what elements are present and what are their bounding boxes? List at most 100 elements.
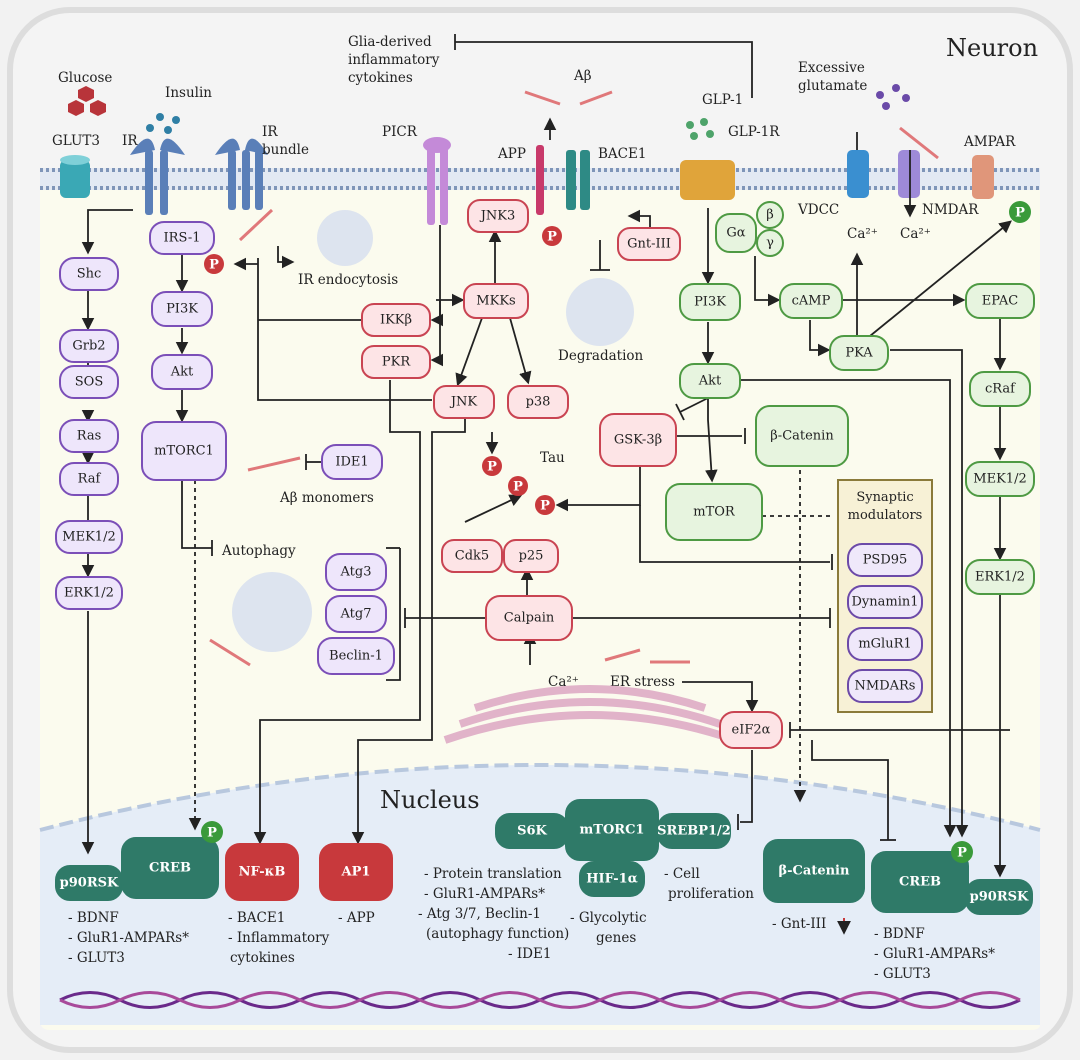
phospho-irs1: P <box>204 254 224 274</box>
glp1r-receptor <box>680 160 735 200</box>
nmdars-node[interactable]: NMDARs <box>847 669 923 703</box>
pka-node[interactable]: PKA <box>829 335 889 371</box>
vdcc-label: VDCC <box>797 202 839 218</box>
ap1-targets: - APP <box>338 910 375 926</box>
jnk-node[interactable]: JNK <box>433 385 495 419</box>
creb-right-node[interactable]: CREB <box>871 851 969 913</box>
eif2a-node[interactable]: eIF2α <box>719 711 783 749</box>
tau-label: Tau <box>540 450 565 466</box>
gbeta-node[interactable]: β <box>756 201 784 229</box>
ir-endocytosis-label: IR endocytosis <box>298 272 398 288</box>
calpain-node[interactable]: Calpain <box>485 595 573 641</box>
mtorc1-nucleus-node[interactable]: mTORC1 <box>565 799 659 861</box>
camp-node[interactable]: cAMP <box>779 283 843 319</box>
autophagosome <box>232 572 312 652</box>
svg-text:- Cell: - Cell <box>664 866 700 882</box>
svg-text:P: P <box>1015 206 1025 221</box>
mek-left-node[interactable]: MEK1/2 <box>55 520 123 554</box>
svg-text:PKR: PKR <box>382 355 411 370</box>
creb-left-node[interactable]: CREB <box>121 837 219 899</box>
svg-text:- Protein translation: - Protein translation <box>424 866 562 882</box>
sos-node[interactable]: SOS <box>59 365 119 399</box>
gsk3b-node[interactable]: GSK-3β <box>599 413 677 467</box>
hif1a-node[interactable]: HIF-1α <box>579 861 645 897</box>
svg-text:γ: γ <box>766 236 774 251</box>
shc-node[interactable]: Shc <box>59 257 119 291</box>
atg7-node[interactable]: Atg7 <box>325 595 387 633</box>
phospho-badges: P P P P P P P P <box>201 201 1031 863</box>
beclin1-node[interactable]: Beclin-1 <box>317 637 395 675</box>
svg-text:cAMP: cAMP <box>792 294 831 309</box>
pi3k-right-node[interactable]: PI3K <box>679 283 741 321</box>
beta-catenin-node[interactable]: β-Catenin <box>755 405 849 467</box>
s6k-node[interactable]: S6K <box>495 813 569 849</box>
galpha-node[interactable]: Gα <box>715 213 757 253</box>
ca-nmdar-label: Ca²⁺ <box>900 226 931 242</box>
ras-node[interactable]: Ras <box>59 419 119 453</box>
mglur1-node[interactable]: mGluR1 <box>847 627 923 661</box>
erk-left-node[interactable]: ERK1/2 <box>55 576 123 610</box>
svg-text:p90RSK: p90RSK <box>60 876 119 891</box>
mtor-node[interactable]: mTOR <box>665 483 763 541</box>
degradation-vesicle <box>566 278 634 346</box>
craf-node[interactable]: cRaf <box>969 371 1031 407</box>
p38-node[interactable]: p38 <box>507 385 569 419</box>
jnk3-node[interactable]: JNK3 <box>467 199 529 233</box>
svg-text:Cdk5: Cdk5 <box>455 549 489 564</box>
svg-text:P: P <box>487 460 497 475</box>
p25-node[interactable]: p25 <box>503 539 559 573</box>
ikkb-node[interactable]: IKKβ <box>361 303 431 337</box>
svg-text:P: P <box>957 846 967 861</box>
svg-text:Atg7: Atg7 <box>340 607 372 622</box>
akt-left-node[interactable]: Akt <box>151 354 213 390</box>
glutamate-molecules <box>876 84 910 110</box>
ir-label: IR <box>122 133 138 149</box>
akt-right-node[interactable]: Akt <box>679 363 741 399</box>
ampar-channel <box>972 155 994 199</box>
epac-node[interactable]: EPAC <box>965 283 1035 319</box>
nuclear-envelope <box>39 763 1041 832</box>
phospho-creb-left: P <box>201 821 223 843</box>
mtorc1-targets: - Protein translation - GluR1-AMPARs* - … <box>418 866 569 962</box>
svg-text:p25: p25 <box>519 549 544 564</box>
svg-text:Shc: Shc <box>77 267 102 282</box>
mtorc1-left-node[interactable]: mTORC1 <box>141 421 227 481</box>
p90rsk-left-node[interactable]: p90RSK <box>55 865 123 901</box>
pi3k-left-node[interactable]: PI3K <box>151 291 213 327</box>
irs1-node[interactable]: IRS-1 <box>149 221 215 255</box>
svg-text:mGluR1: mGluR1 <box>858 637 911 652</box>
ggamma-node[interactable]: γ <box>756 229 784 257</box>
svg-text:IDE1: IDE1 <box>335 455 368 470</box>
svg-text:(autophagy function): (autophagy function) <box>426 926 569 942</box>
beta-catenin-nucleus-node[interactable]: β-Catenin <box>763 839 865 903</box>
gntiii-node[interactable]: Gnt-III <box>617 227 681 261</box>
autophagy-label: Autophagy <box>221 543 296 559</box>
picr-label: PICR <box>382 124 418 140</box>
srebp-node[interactable]: SREBP1/2 <box>657 813 731 849</box>
svg-text:- GluR1-AMPARs*: - GluR1-AMPARs* <box>874 946 995 962</box>
erk-right-node[interactable]: ERK1/2 <box>965 559 1035 595</box>
p90rsk-right-node[interactable]: p90RSK <box>965 879 1033 915</box>
svg-text:mTOR: mTOR <box>693 505 736 520</box>
hif-targets: - Glycolytic genes <box>570 910 647 946</box>
atg3-node[interactable]: Atg3 <box>325 553 387 591</box>
ap1-node[interactable]: AP1 <box>319 843 393 901</box>
cdk5-node[interactable]: Cdk5 <box>441 539 503 573</box>
psd95-node[interactable]: PSD95 <box>847 543 923 577</box>
glut3-transporter <box>60 155 90 198</box>
grb2-node[interactable]: Grb2 <box>59 329 119 363</box>
ide1-node[interactable]: IDE1 <box>321 444 383 480</box>
endocytosis-vesicle <box>317 210 373 266</box>
pkr-node[interactable]: PKR <box>361 345 431 379</box>
svg-text:ERK1/2: ERK1/2 <box>975 570 1025 585</box>
mkks-node[interactable]: MKKs <box>463 283 529 319</box>
svg-text:- Glycolytic: - Glycolytic <box>570 910 647 926</box>
dynamin1-node[interactable]: Dynamin1 <box>847 585 923 619</box>
svg-text:Atg3: Atg3 <box>340 565 372 580</box>
insulin-label: Insulin <box>165 85 212 101</box>
nfkb-node[interactable]: NF-κB <box>225 843 299 901</box>
svg-text:- GLUT3: - GLUT3 <box>874 966 931 982</box>
mek-right-node[interactable]: MEK1/2 <box>965 461 1035 497</box>
raf-node[interactable]: Raf <box>59 462 119 496</box>
